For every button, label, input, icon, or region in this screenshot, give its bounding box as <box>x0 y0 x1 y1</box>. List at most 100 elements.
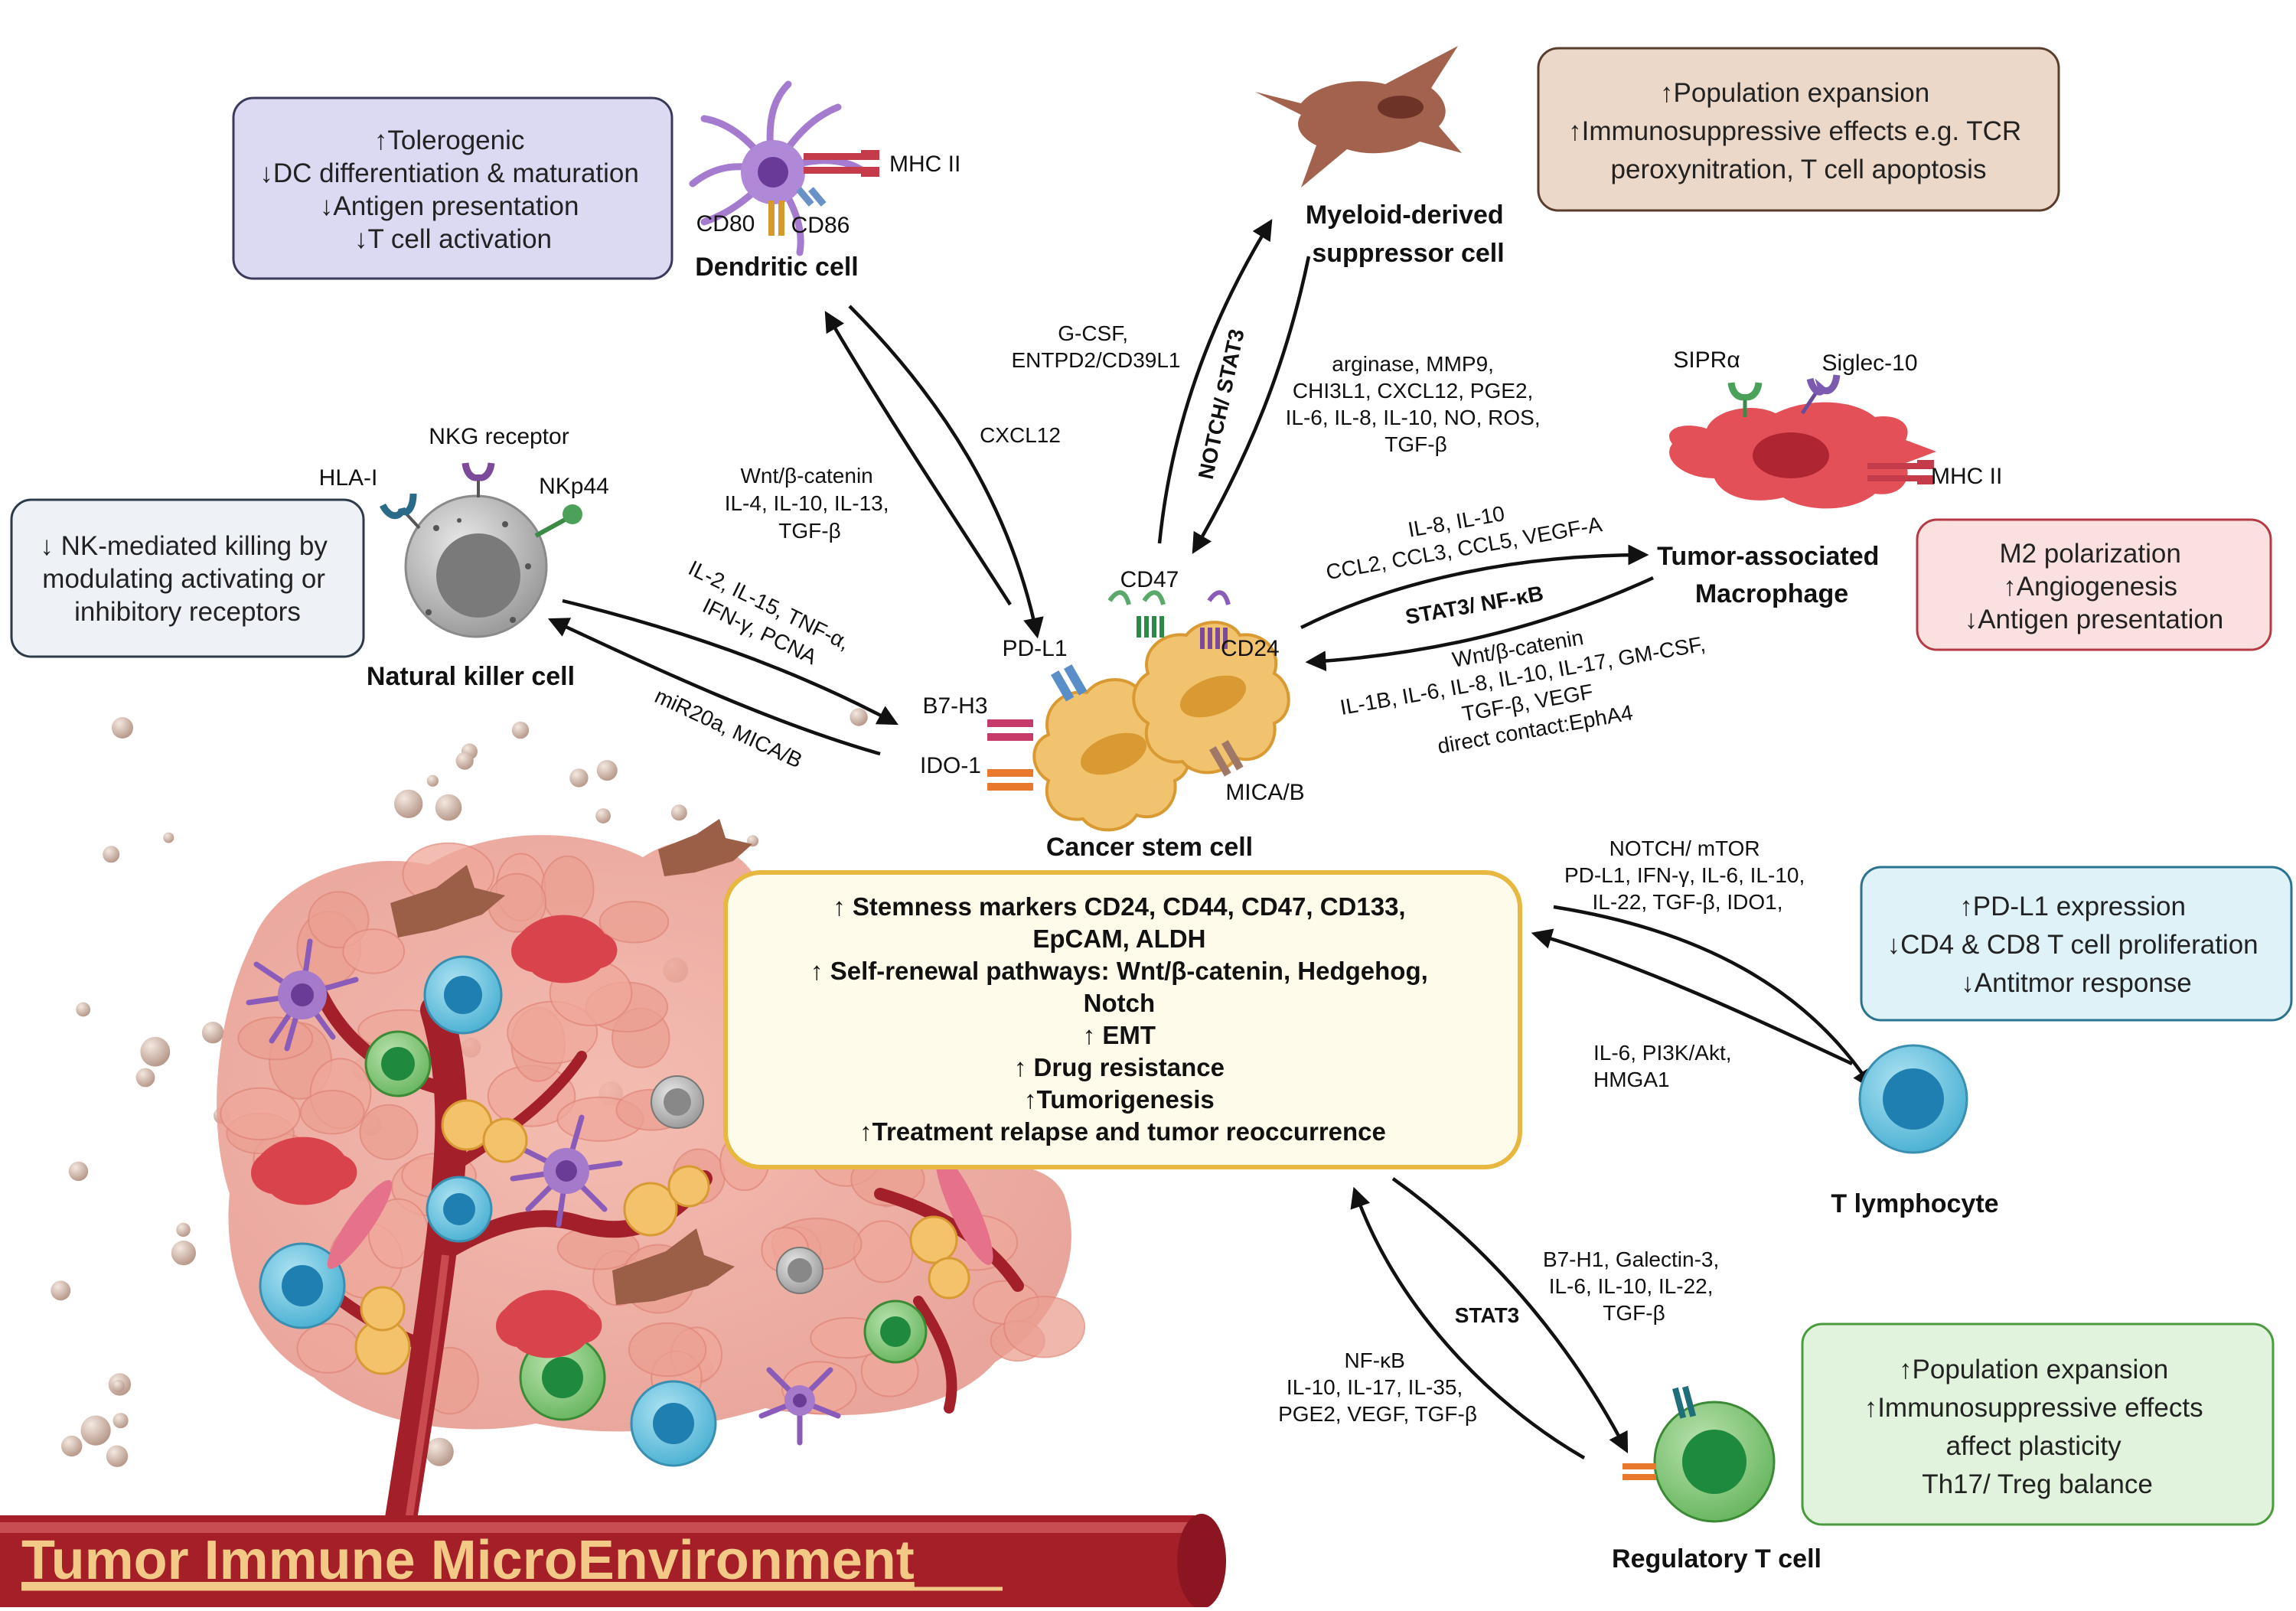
arrow-dc-to-csc <box>848 305 1044 639</box>
diagram-title: Tumor Immune MicroEnvironment <box>21 1530 915 1591</box>
signal-dc-to-csc: CXCL12 <box>980 423 1061 447</box>
signal-csc-to-mdsc: G-CSF, ENTPD2/CD39L1 <box>1012 321 1181 372</box>
dc-name: Dendritic cell <box>695 253 859 282</box>
extracellular-particle <box>163 832 174 843</box>
dc-cd86-label: CD86 <box>791 213 850 238</box>
extracellular-particle <box>426 775 439 787</box>
csc-b7h3-receptor <box>987 719 1033 741</box>
extracellular-particle <box>135 1068 155 1088</box>
dc-effects-box: ↑Tolerogenic ↓DC differentiation & matur… <box>232 96 673 280</box>
tam-mhc-label: MHC II <box>1931 464 2002 489</box>
extracellular-particle <box>176 1222 191 1238</box>
csc-properties-box: ↑ Stemness markers CD24, CD44, CD47, CD1… <box>723 870 1522 1169</box>
dendritic-cell: MHC II CD80 CD86 Dendritic cell <box>689 80 960 282</box>
tumor-mass <box>0 708 1226 1609</box>
csc-cd24-receptor <box>1200 590 1231 649</box>
main-blood-vessel <box>0 1514 1226 1609</box>
svg-text:↑PD-L1 expression ↓CD4 &: ↑PD-L1 expression ↓CD4 & CD8 T cell prol… <box>1887 892 2266 998</box>
extracellular-particle <box>171 1241 196 1266</box>
tumor-cell <box>296 1322 360 1374</box>
extracellular-particle <box>425 1437 454 1466</box>
tam-name: Tumor-associated Macrophage <box>1657 542 1887 608</box>
pathway-stat3-nfkb: STAT3/ NF-κB <box>1404 582 1545 629</box>
csc-b7h3-label: B7-H3 <box>922 693 987 719</box>
extracellular-particle <box>569 768 589 788</box>
nkp44-receptor <box>534 504 582 538</box>
csc-mica-label: MICA/B <box>1225 780 1304 805</box>
arrow-mdsc-to-csc <box>1192 256 1311 554</box>
pathway-notch-stat3: NOTCH/ STAT3 <box>1194 327 1249 481</box>
extracellular-particle <box>113 1413 129 1429</box>
cancer-stem-cell: CD47 CD24 PD-L1 B7-H3 IDO-1 MICA/B Cance… <box>920 567 1305 862</box>
extracellular-particle <box>596 760 618 781</box>
mhc-ii-receptor-dc <box>804 150 879 177</box>
extracellular-particle <box>455 752 474 770</box>
dc-cd80-label: CD80 <box>696 211 755 236</box>
svg-text:↑ Stemness markers CD24, CD44,: ↑ Stemness markers CD24, CD44, CD47, CD1… <box>810 892 1435 1146</box>
treg-receptor-left <box>1623 1463 1656 1480</box>
extracellular-particle <box>850 708 868 726</box>
signal-csc-to-treg: B7-H1, Galectin-3, IL-6, IL-10, IL-22, T… <box>1543 1247 1725 1325</box>
extracellular-particle <box>106 1445 129 1467</box>
extracellular-particle <box>394 789 423 819</box>
arrow-csc-to-treg <box>1391 1177 1629 1453</box>
csc-ido1-receptor <box>987 769 1033 791</box>
extracellular-particle <box>76 1002 91 1017</box>
mhc-ii-receptor-tam <box>1867 460 1934 484</box>
signal-treg-to-csc: NF-κB IL-10, IL-17, IL-35, PGE2, VEGF, T… <box>1278 1348 1477 1426</box>
treg-cell: Regulatory T cell <box>1612 1385 1821 1573</box>
treg-name: Regulatory T cell <box>1612 1544 1821 1573</box>
nk-hla-label: HLA-I <box>319 465 378 491</box>
signal-csc-to-nk: miR20a, MICA/B <box>651 683 806 772</box>
signal-tam-to-csc: Wnt/β-catenin IL-1B, IL-6, IL-8, IL-10, … <box>1333 604 1722 774</box>
mdsc-effects-box: ↑Population expansion ↑Immunosuppressive… <box>1537 47 2060 212</box>
siglec10-receptor <box>1800 374 1841 415</box>
arrow-csc-to-t <box>1553 905 1874 1090</box>
svg-text:↑Tolerogenic ↓DC differe: ↑Tolerogenic ↓DC differentiation & matur… <box>259 126 646 254</box>
t-lymphocyte-effects-box: ↑PD-L1 expression ↓CD4 & CD8 T cell prol… <box>1860 866 2293 1022</box>
arrow-nk-to-csc <box>562 598 899 726</box>
tumor-cell <box>359 1104 419 1161</box>
tam-effects-box: M2 polarization ↑Angiogenesis ↓Antigen p… <box>1916 518 2272 651</box>
nk-nkg-label: NKG receptor <box>429 424 569 449</box>
arrow-csc-to-nk <box>547 618 881 756</box>
extracellular-particle <box>595 808 611 823</box>
svg-text:↑Population expansion ↑I: ↑Population expansion ↑Immunosuppressive… <box>1864 1355 2211 1499</box>
arrow-csc-to-mdsc <box>1157 219 1273 544</box>
cd80-receptor <box>768 201 784 236</box>
pathway-stat3: STAT3 <box>1455 1303 1520 1327</box>
tumor-cell <box>308 891 370 949</box>
extracellular-particle <box>61 1435 83 1457</box>
treg-receptor-top <box>1671 1385 1697 1419</box>
csc-cd47-receptor <box>1107 590 1166 638</box>
extracellular-particle <box>201 1022 224 1044</box>
extracellular-particle <box>112 717 133 739</box>
tumor-cell <box>540 855 595 924</box>
extracellular-particle <box>68 1161 89 1182</box>
tam-cell: SIPRα Siglec-10 MHC II Tumor-associated … <box>1657 347 2002 608</box>
sipra-receptor <box>1727 382 1763 417</box>
extracellular-particle <box>140 1036 171 1067</box>
tumor-cell <box>628 1322 707 1378</box>
arrow-treg-to-csc <box>1350 1186 1586 1459</box>
csc-pdl1-receptor <box>1051 664 1088 702</box>
tam-sipra-label: SIPRα <box>1673 347 1740 373</box>
mdsc-cell: Myeloid-derived suppressor cell <box>1255 46 1511 268</box>
csc-mica-receptor <box>1209 740 1244 777</box>
tumor-cell <box>299 1090 365 1135</box>
cd86-receptor <box>796 187 827 207</box>
extracellular-particle <box>670 804 687 821</box>
svg-text:↑Population expansion ↑I: ↑Population expansion ↑Immunosuppressive… <box>1568 78 2029 184</box>
signal-csc-to-tam: IL-8, IL-10 CCL2, CCL3, CCL5, VEGF-A <box>1319 485 1604 585</box>
extracellular-particle <box>112 1380 125 1393</box>
extracellular-particle <box>435 794 462 821</box>
tumor-infiltrating-cells <box>246 819 993 1467</box>
tam-siglec-label: Siglec-10 <box>1821 351 1917 376</box>
treg-effects-box: ↑Population expansion ↑Immunosuppressive… <box>1801 1322 2275 1526</box>
hla-i-receptor <box>379 493 421 530</box>
extracellular-particle <box>80 1415 111 1446</box>
mdsc-name: Myeloid-derived suppressor cell <box>1306 201 1511 268</box>
csc-pdl1-label: PD-L1 <box>1002 636 1067 661</box>
csc-ido1-label: IDO-1 <box>920 753 981 778</box>
